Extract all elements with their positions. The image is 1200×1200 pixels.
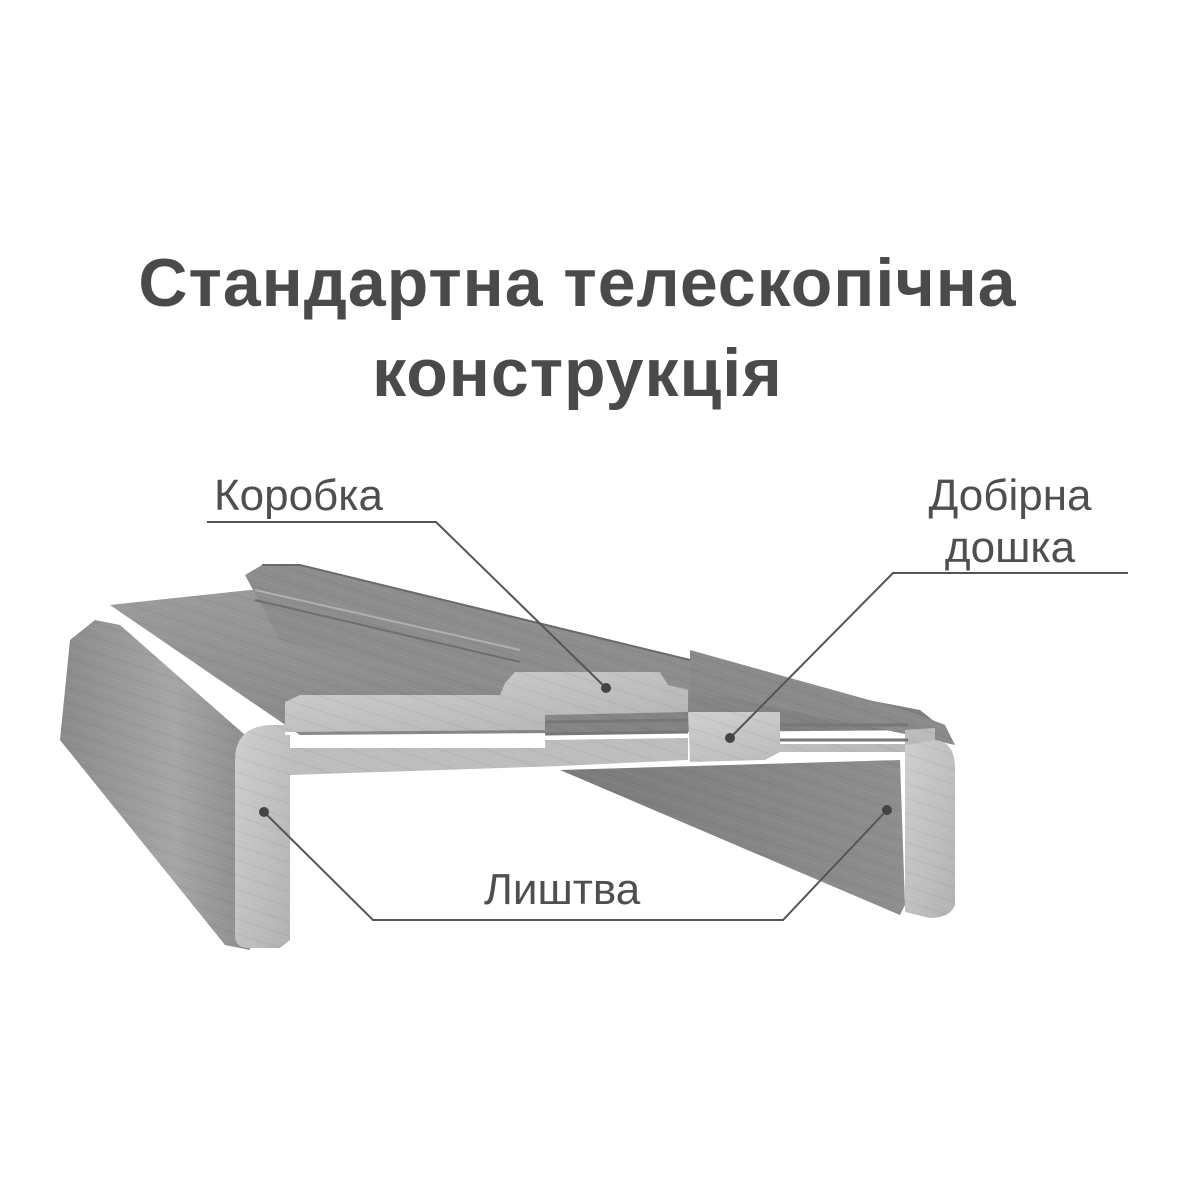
leader-dot-trim-left <box>259 807 269 817</box>
leader-dot-box <box>601 683 611 693</box>
leader-line-box <box>207 521 607 689</box>
label-trim: Лиштва <box>484 865 641 914</box>
leader-line-trim <box>263 809 888 921</box>
title-line-1: Стандартна телескопічна <box>138 245 1017 321</box>
label-extension-board-line-1: Добірна <box>928 471 1092 520</box>
leader-line-extension-board <box>729 572 1128 739</box>
trim-left-cut-profile <box>235 725 290 948</box>
box-stop-profile <box>245 564 691 700</box>
trim-left-outer-face <box>60 620 250 950</box>
page-title: Стандартна телескопічна конструкція <box>0 238 1155 418</box>
title-line-2: конструкція <box>372 335 783 411</box>
trim-right-top <box>690 650 955 745</box>
leader-dot-trim-right <box>882 805 892 815</box>
label-extension-board: Добірна дошка <box>905 470 1115 574</box>
box-cross-section <box>285 672 935 775</box>
trim-right-cut-profile <box>905 740 955 918</box>
label-box: Коробка <box>214 471 383 520</box>
leader-dots <box>259 683 892 817</box>
leader-dot-extension-board <box>725 733 735 743</box>
trim-inner-face <box>560 760 905 915</box>
label-extension-board-line-2: дошка <box>944 523 1076 572</box>
leader-lines <box>207 521 1128 921</box>
